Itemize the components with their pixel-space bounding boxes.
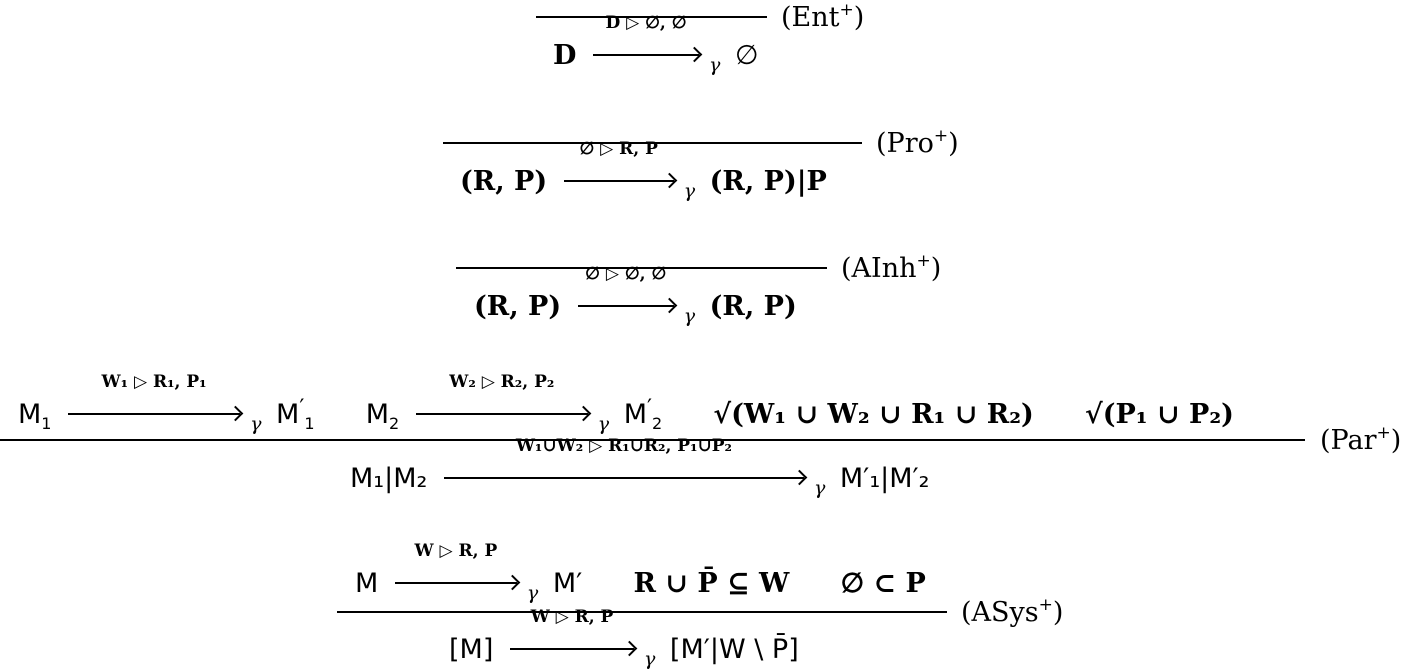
- arrow-icon: [415, 412, 588, 415]
- premise-right: M′2: [623, 396, 663, 433]
- conclusion-left: (R, P): [460, 166, 548, 197]
- premises: M1 W₁ ▷ R₁, P₁ γ M′1 M2 W₂ ▷ R₂, P₂ γ M′…: [18, 373, 1234, 434]
- gamma: γ: [250, 413, 262, 435]
- inference-bar: [0, 439, 1305, 441]
- arrow-label: W₁ ▷ R₁, P₁: [101, 372, 207, 392]
- gamma: γ: [526, 582, 539, 604]
- premises: M W ▷ R, P γ M′ R ∪ P̄ ⊆ W ∅ ⊂ P: [355, 542, 926, 603]
- arrow-label: ∅ ▷ ∅, ∅: [585, 264, 667, 284]
- arrow-icon: [509, 647, 634, 650]
- transition-arrow: D ▷ ∅, ∅: [593, 14, 700, 72]
- conclusion: D D ▷ ∅, ∅ γ ∅: [553, 14, 759, 75]
- arrow-label: W ▷ R, P: [530, 607, 614, 627]
- conclusion-right: M′₁|M′₂: [839, 463, 930, 494]
- arrow-icon: [593, 53, 700, 56]
- premise-right: M′: [552, 568, 583, 599]
- premise-left: M: [355, 568, 379, 599]
- gamma: γ: [597, 413, 610, 435]
- rule-label: (AInh+): [841, 251, 942, 285]
- conclusion: (R, P) ∅ ▷ R, P γ (R, P)|P: [460, 140, 827, 201]
- premise-condition: √(P₁ ∪ P₂): [1084, 399, 1234, 430]
- conclusion-right: [M′|W \ P̄]: [669, 634, 799, 665]
- inference-bar: [536, 16, 767, 18]
- transition-arrow: ∅ ▷ R, P: [563, 140, 674, 198]
- premise-condition: √(W₁ ∪ W₂ ∪ R₁ ∪ R₂): [713, 399, 1034, 430]
- conclusion-right: ∅: [734, 40, 759, 71]
- conclusion-left: (R, P): [474, 291, 562, 322]
- inference-bar: [337, 611, 947, 613]
- gamma: γ: [709, 54, 721, 76]
- conclusion-left: [M]: [449, 634, 494, 665]
- arrow-icon: [577, 304, 674, 307]
- arrow-label: D ▷ ∅, ∅: [605, 13, 687, 33]
- transition-arrow: W ▷ R, P: [509, 608, 634, 666]
- premise-left: M1: [18, 399, 52, 433]
- transition-arrow: W₁ ▷ R₁, P₁: [68, 373, 241, 431]
- rule-label: (ASys+): [961, 595, 1064, 629]
- conclusion-left: M₁|M₂: [350, 463, 428, 494]
- transition-arrow: ∅ ▷ ∅, ∅: [577, 265, 674, 323]
- conclusion: M₁|M₂ W₁∪W₂ ▷ R₁∪R₂, P₁∪P₂ γ M′₁|M′₂: [350, 437, 930, 498]
- inference-bar: [443, 142, 862, 144]
- arrow-label: W₁∪W₂ ▷ R₁∪R₂, P₁∪P₂: [515, 436, 733, 456]
- gamma: γ: [813, 477, 826, 499]
- premise-right: M′1: [276, 396, 315, 433]
- conclusion-right: (R, P)|P: [709, 166, 827, 197]
- rule-label: (Par+): [1320, 423, 1402, 457]
- arrow-icon: [443, 476, 804, 479]
- inference-bar: [456, 267, 827, 269]
- gamma: γ: [643, 648, 656, 670]
- arrow-label: ∅ ▷ R, P: [579, 139, 658, 159]
- premise-left: M2: [365, 399, 400, 433]
- arrow-label: W ▷ R, P: [414, 541, 498, 561]
- arrow-label: W₂ ▷ R₂, P₂: [449, 372, 555, 392]
- premise-condition: R ∪ P̄ ⊆ W: [633, 568, 790, 599]
- transition-arrow: W₂ ▷ R₂, P₂: [415, 373, 588, 431]
- conclusion-right: (R, P): [709, 291, 797, 322]
- transition-arrow: W₁∪W₂ ▷ R₁∪R₂, P₁∪P₂: [443, 437, 804, 495]
- arrow-icon: [563, 179, 674, 182]
- transition-arrow: W ▷ R, P: [394, 542, 517, 600]
- arrow-icon: [68, 412, 241, 415]
- conclusion-left: D: [553, 40, 577, 71]
- premise-condition: ∅ ⊂ P: [840, 568, 926, 599]
- rule-label: (Ent+): [781, 0, 865, 34]
- rule-label: (Pro+): [876, 126, 959, 160]
- gamma: γ: [683, 180, 696, 202]
- arrow-icon: [394, 581, 517, 584]
- gamma: γ: [683, 305, 696, 327]
- conclusion: (R, P) ∅ ▷ ∅, ∅ γ (R, P): [474, 265, 797, 326]
- conclusion: [M] W ▷ R, P γ [M′|W \ P̄]: [449, 608, 799, 669]
